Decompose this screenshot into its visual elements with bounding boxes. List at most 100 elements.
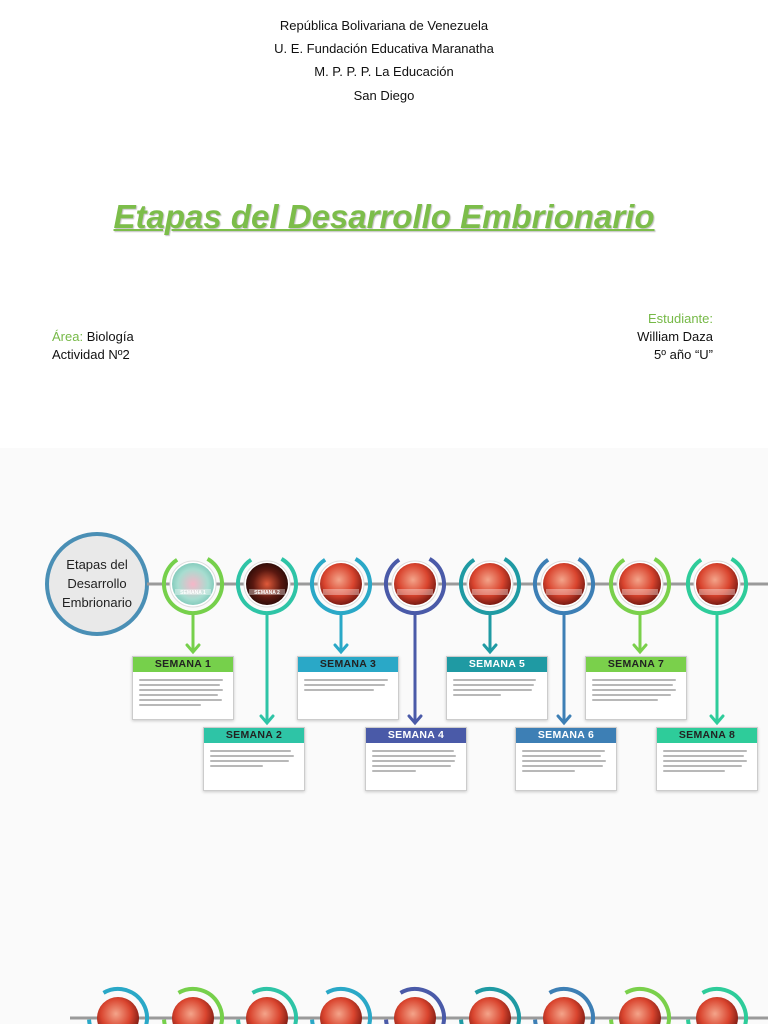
arrow-week-3 (333, 643, 349, 655)
arrow-week-7 (632, 643, 648, 655)
week-card-8: SEMANA 8 (656, 727, 758, 791)
embryo-image-repeat-9 (696, 997, 738, 1024)
area-value: Biología (86, 329, 134, 344)
week-card-title: SEMANA 3 (298, 657, 398, 672)
student-name: William Daza (637, 329, 713, 344)
node-ring-repeat-5 (384, 987, 446, 1024)
center-title-line-2: Desarrollo (67, 576, 126, 591)
node-banner-week-4 (397, 589, 433, 595)
week-card-7: SEMANA 7 (585, 656, 687, 720)
timeline-node-repeat-8 (609, 987, 671, 1024)
timeline-infographic: Etapas del Desarrollo Embrionario SEMANA… (0, 448, 768, 1024)
arrow-week-6 (556, 714, 572, 726)
timeline-node-week-3 (310, 553, 372, 655)
node-ring-week-4 (384, 553, 446, 615)
week-card-3: SEMANA 3 (297, 656, 399, 720)
node-banner-week-2 (249, 589, 285, 595)
node-banner-week-8 (699, 589, 735, 595)
week-card-4: SEMANA 4 (365, 727, 467, 791)
student-grade: 5º año “U” (654, 347, 713, 362)
timeline-node-week-2: SEMANA 2 (236, 553, 298, 726)
week-card-title: SEMANA 7 (586, 657, 686, 672)
node-ring-repeat-7 (533, 987, 595, 1024)
arrow-week-2 (259, 714, 275, 726)
center-title-node: Etapas del Desarrollo Embrionario (45, 532, 149, 636)
node-ring-week-2 (236, 553, 298, 615)
node-ring-week-1 (162, 553, 224, 616)
timeline-node-repeat-4 (310, 987, 372, 1024)
timeline-node-repeat-9 (686, 987, 748, 1024)
embryo-image-repeat-3 (246, 997, 288, 1024)
timeline-node-week-4 (384, 553, 446, 726)
week-card-6: SEMANA 6 (515, 727, 617, 791)
arrow-week-1 (185, 643, 201, 655)
node-ring-week-8 (686, 553, 748, 616)
embryo-image-repeat-4 (320, 997, 362, 1024)
header-city: San Diego (353, 88, 415, 103)
week-card-1: SEMANA 1 (132, 656, 234, 720)
timeline-node-repeat-3 (236, 986, 298, 1024)
week-card-title: SEMANA 6 (516, 728, 616, 743)
node-ring-repeat-3 (236, 986, 298, 1024)
week-card-title: SEMANA 5 (447, 657, 547, 672)
arrow-week-8 (709, 714, 725, 726)
timeline-node-week-6 (533, 553, 595, 726)
timeline-node-repeat-1 (87, 986, 149, 1024)
week-card-5: SEMANA 5 (446, 656, 548, 720)
header-institution-country: República Bolivariana de Venezuela (279, 18, 489, 33)
embryo-image-repeat-2 (172, 997, 214, 1024)
embryo-image-week-7 (619, 563, 661, 605)
node-banner-week-5 (472, 589, 508, 595)
node-banner-week-1 (175, 589, 211, 595)
node-ring-repeat-9 (686, 987, 748, 1024)
embryo-image-week-3 (320, 563, 362, 605)
area-label: Área: (52, 329, 84, 344)
week-card-2: SEMANA 2 (203, 727, 305, 791)
node-ring-week-7 (609, 553, 671, 616)
node-ring-repeat-2 (162, 987, 224, 1024)
header-ministry: M. P. P. P. La Educación (314, 64, 454, 79)
timeline-node-week-7 (609, 553, 671, 655)
embryo-image-week-6 (543, 563, 585, 605)
node-ring-repeat-6 (459, 987, 521, 1024)
activity-number: Actividad Nº2 (52, 347, 130, 362)
embryo-image-repeat-7 (543, 997, 585, 1024)
subject-info: Área: Biología Actividad Nº2 (52, 328, 134, 364)
embryo-image-week-5 (469, 563, 511, 605)
node-ring-repeat-4 (310, 987, 372, 1024)
center-title-line-1: Etapas del (66, 557, 128, 572)
node-ring-week-5 (459, 553, 521, 615)
node-ring-repeat-8 (609, 987, 671, 1024)
week-card-title: SEMANA 4 (366, 728, 466, 743)
node-label-week-1: SEMANA 1 (180, 590, 206, 596)
node-ring-week-3 (310, 553, 372, 615)
timeline-node-repeat-5 (384, 987, 446, 1024)
week-card-title: SEMANA 1 (133, 657, 233, 672)
document-title: Etapas del Desarrollo Embrionario (113, 198, 655, 235)
node-banner-week-3 (323, 589, 359, 595)
center-title-line-3: Embrionario (62, 595, 132, 610)
embryo-image-week-8 (696, 563, 738, 605)
timeline-node-repeat-6 (459, 987, 521, 1024)
node-ring-week-6 (533, 553, 595, 615)
arrow-week-4 (407, 714, 423, 726)
node-banner-week-6 (546, 589, 582, 595)
node-banner-week-7 (622, 589, 658, 595)
arrow-week-5 (482, 643, 498, 655)
timeline-graphic: Etapas del Desarrollo Embrionario SEMANA… (45, 532, 768, 1024)
embryo-image-week-2 (246, 563, 288, 605)
embryo-image-week-4 (394, 563, 436, 605)
week-card-title: SEMANA 8 (657, 728, 757, 743)
student-label: Estudiante: (647, 311, 713, 326)
timeline-node-week-1: SEMANA 1 (162, 553, 224, 655)
timeline-node-repeat-2 (162, 987, 224, 1024)
student-info: Estudiante: William Daza 5º año “U” (637, 310, 713, 364)
embryo-image-repeat-6 (469, 997, 511, 1024)
timeline-node-repeat-7 (533, 987, 595, 1024)
timeline-node-week-8 (686, 553, 748, 726)
timeline-node-week-5 (459, 553, 521, 655)
node-ring-repeat-1 (87, 986, 149, 1024)
embryo-image-repeat-1 (97, 997, 139, 1024)
embryo-image-repeat-5 (394, 997, 436, 1024)
week-card-title: SEMANA 2 (204, 728, 304, 743)
